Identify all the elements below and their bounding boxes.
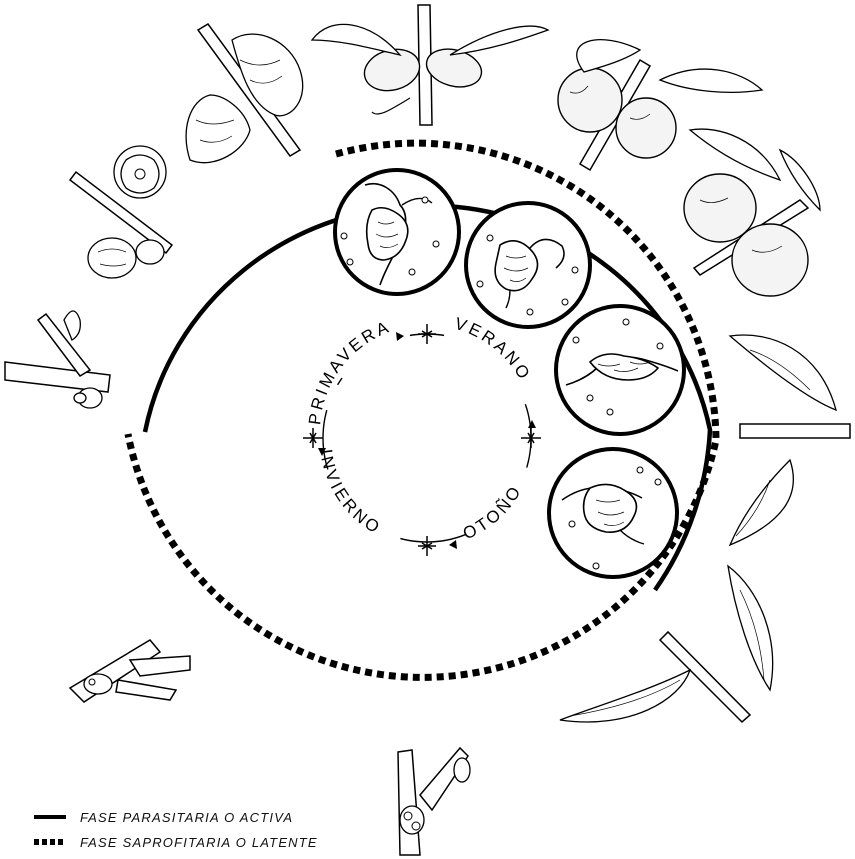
- tick-right: [521, 428, 541, 448]
- seasons-wheel: PRIMAVERA VERANO OTOÑO INVIERNO: [303, 314, 541, 556]
- leaf-curl-inset-1: [335, 170, 459, 294]
- legend-item-latent: FASE SAPROFITARIA O LATENTE: [34, 835, 318, 850]
- tick-bottom: [418, 536, 436, 556]
- branching-twig-lower-left-illustration: [70, 640, 190, 702]
- bare-twig-left-illustration: [5, 311, 110, 408]
- tick-top: [418, 324, 436, 344]
- tick-left: [303, 428, 323, 448]
- legend-item-active: FASE PARASITARIA O ACTIVA: [34, 810, 293, 825]
- legend: FASE PARASITARIA O ACTIVA FASE SAPROFITA…: [34, 810, 318, 850]
- season-label-autumn: OTOÑO: [460, 481, 526, 543]
- leaf-curl-inset-4: [549, 449, 677, 577]
- fruit-twig-top-illustration: [312, 5, 548, 125]
- peach-twig-illustration: [684, 129, 820, 296]
- season-label-winter: INVIERNO: [316, 448, 385, 538]
- leaf-curl-inset-2: [466, 203, 590, 327]
- legend-label-latent: FASE SAPROFITARIA O LATENTE: [80, 835, 318, 850]
- curled-leaves-twig-illustration: [186, 24, 303, 163]
- long-leaves-twig-illustration: [560, 566, 773, 722]
- leaf-curl-inset-3: [556, 306, 684, 434]
- blossom-twig-illustration: [70, 146, 172, 278]
- bare-twig-bottom-illustration: [398, 748, 470, 855]
- legend-label-active: FASE PARASITARIA O ACTIVA: [80, 810, 293, 825]
- leafy-twig-right-illustration: [730, 335, 850, 545]
